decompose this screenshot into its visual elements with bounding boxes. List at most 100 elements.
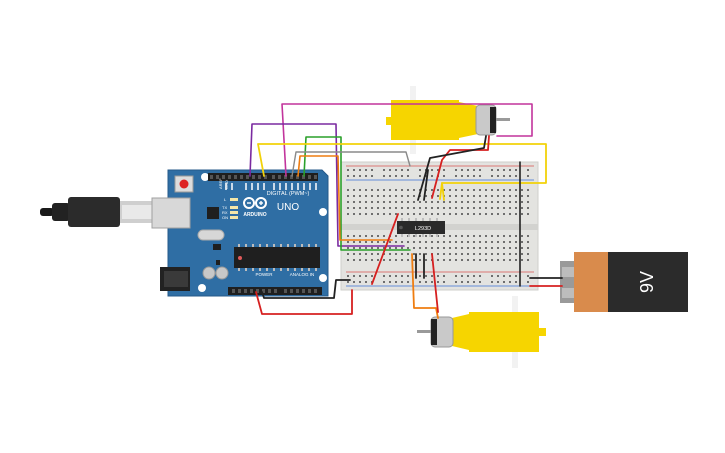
breadboard-hole [383, 175, 385, 177]
breadboard-hole [401, 281, 403, 283]
breadboard-hole [479, 175, 481, 177]
breadboard-hole [479, 247, 481, 249]
breadboard-hole [431, 281, 433, 283]
breadboard-hole [413, 195, 415, 197]
breadboard-hole [455, 281, 457, 283]
breadboard-hole [461, 281, 463, 283]
breadboard-hole [527, 259, 529, 261]
breadboard-hole [479, 235, 481, 237]
breadboard-hole [383, 259, 385, 261]
breadboard-hole [443, 241, 445, 243]
breadboard-hole [467, 259, 469, 261]
mount-hole [201, 173, 209, 181]
breadboard-hole [425, 247, 427, 249]
breadboard-hole [473, 247, 475, 249]
breadboard-hole [521, 189, 523, 191]
breadboard-hole [497, 281, 499, 283]
breadboard-hole [485, 247, 487, 249]
breadboard-hole [491, 235, 493, 237]
breadboard-hole [359, 253, 361, 255]
wire-black-motor-top[interactable] [417, 135, 487, 201]
breadboard-hole [377, 189, 379, 191]
usb-chip [207, 207, 219, 219]
breadboard-hole [497, 189, 499, 191]
breadboard-hole [461, 195, 463, 197]
wire-gray[interactable] [291, 151, 411, 177]
led-label-tx: TX [222, 205, 227, 210]
breadboard-hole [449, 189, 451, 191]
usb-cable[interactable] [40, 197, 154, 227]
breadboard-hole [347, 207, 349, 209]
wire-purple[interactable] [249, 123, 405, 247]
digital-header-label: DIGITAL (PWM~) [267, 191, 310, 197]
breadboard-hole [347, 259, 349, 261]
breadboard-hole [395, 275, 397, 277]
digital-header [208, 173, 318, 181]
breadboard-hole [479, 241, 481, 243]
breadboard-hole [527, 235, 529, 237]
breadboard-hole [353, 275, 355, 277]
breadboard-hole [383, 247, 385, 249]
gnd-label: GND [224, 180, 229, 189]
breadboard-hole [515, 281, 517, 283]
breadboard-hole [425, 235, 427, 237]
breadboard-hole [401, 247, 403, 249]
breadboard-hole [503, 169, 505, 171]
breadboard-hole [491, 189, 493, 191]
breadboard-hole [365, 175, 367, 177]
breadboard-hole [527, 175, 529, 177]
breadboard-hole [515, 235, 517, 237]
breadboard-hole [491, 169, 493, 171]
wire-red-motor-top[interactable] [431, 135, 490, 199]
breadboard-hole [485, 195, 487, 197]
breadboard-hole [401, 175, 403, 177]
breadboard-hole [437, 281, 439, 283]
breadboard-hole [371, 175, 373, 177]
breadboard-hole [359, 281, 361, 283]
breadboard-hole [455, 253, 457, 255]
breadboard-hole [509, 275, 511, 277]
breadboard-hole [401, 189, 403, 191]
breadboard-hole [467, 189, 469, 191]
breadboard-hole [509, 235, 511, 237]
breadboard-hole [437, 247, 439, 249]
breadboard-hole [395, 241, 397, 243]
wire-orange-top[interactable] [297, 155, 393, 241]
breadboard-hole [347, 275, 349, 277]
breadboard-hole [401, 195, 403, 197]
wire-black-ic-1[interactable] [423, 169, 429, 201]
battery-9v[interactable]: 9V [560, 252, 688, 312]
breadboard-hole [377, 247, 379, 249]
arduino-uno-board[interactable]: DIGITAL (PWM~) AREF GND L TX RX ON ARDUI… [151, 169, 329, 297]
wire-yellow-ic[interactable] [441, 182, 445, 201]
breadboard-hole [497, 259, 499, 261]
dc-motor-top[interactable] [386, 86, 510, 154]
breadboard-hole [347, 253, 349, 255]
wire-red-motor-bottom[interactable] [431, 253, 439, 313]
breadboard-hole [467, 235, 469, 237]
wire-red-5v[interactable] [255, 289, 353, 315]
breadboard-hole [407, 259, 409, 261]
breadboard-hole [467, 195, 469, 197]
breadboard-hole [503, 189, 505, 191]
wire-magenta[interactable] [281, 103, 533, 177]
breadboard-hole [425, 213, 427, 215]
wire-black-gnd[interactable] [261, 279, 351, 299]
capacitor [202, 266, 216, 280]
reset-button-cap[interactable] [179, 179, 189, 189]
wire-orange-motor-bottom[interactable] [411, 253, 439, 319]
l293d-motor-driver[interactable]: L293D [397, 218, 445, 237]
breadboard-hole [449, 259, 451, 261]
breadboard-hole [365, 281, 367, 283]
wire-red-diagonal[interactable] [371, 213, 399, 285]
breadboard-hole [347, 189, 349, 191]
wire-green[interactable] [303, 136, 411, 251]
breadboard-hole [347, 169, 349, 171]
breadboard-hole [359, 195, 361, 197]
breadboard-hole [395, 247, 397, 249]
breadboard-hole [419, 253, 421, 255]
breadboard-hole [479, 281, 481, 283]
dc-motor-bottom[interactable] [417, 296, 546, 368]
breadboard-hole [503, 201, 505, 203]
breadboard-hole [353, 259, 355, 261]
